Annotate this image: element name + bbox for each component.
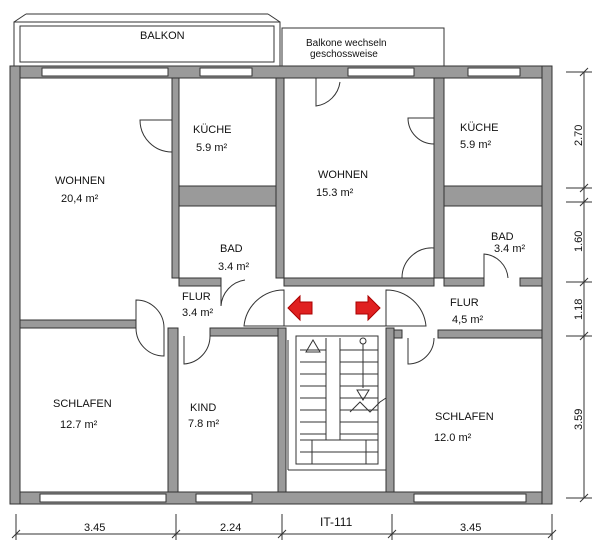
room-kueche-right-area: 5.9 m²	[460, 139, 492, 151]
room-wohnen-left-area: 20,4 m²	[61, 193, 99, 205]
room-kind-area: 7.8 m²	[188, 418, 220, 430]
room-bad-left-name: BAD	[220, 243, 243, 255]
room-bad-right-area: 3.4 m²	[494, 243, 526, 255]
room-bad-right-name: BAD	[491, 231, 514, 243]
room-schlafen-right-area: 12.0 m²	[434, 432, 472, 444]
room-schlafen-left-area: 12.7 m²	[60, 419, 98, 431]
room-bad-left-area: 3.4 m²	[218, 261, 250, 273]
room-flur-right-name: FLUR	[450, 297, 479, 309]
room-kind-name: KIND	[190, 402, 216, 414]
right-dimension-line	[566, 67, 592, 503]
windows-bottom	[39, 493, 527, 503]
room-kueche-right-name: KÜCHE	[460, 122, 499, 134]
dim-right-1: 2.70	[573, 125, 585, 146]
entrance-arrows	[287, 294, 381, 322]
room-flur-left-name: FLUR	[182, 291, 211, 303]
dim-right-2: 1.60	[573, 231, 585, 252]
balcony-label: BALKON	[140, 30, 185, 42]
room-wohnen-mid-area: 15.3 m²	[316, 187, 354, 199]
balcony-note-line1: Balkone wechseln	[306, 38, 387, 49]
room-kueche-left-name: KÜCHE	[193, 124, 232, 136]
room-wohnen-left-name: WOHNEN	[55, 175, 105, 187]
room-wohnen-mid-name: WOHNEN	[318, 169, 368, 181]
room-flur-right-area: 4,5 m²	[452, 314, 484, 326]
interior-walls	[19, 77, 543, 493]
dim-bottom-2: 2.24	[220, 522, 241, 534]
arrow-left-icon	[287, 294, 313, 322]
doors	[135, 78, 509, 365]
balcony-note-line2: geschossweise	[310, 49, 378, 60]
dim-bottom-1: 3.45	[84, 522, 105, 534]
windows-top	[41, 67, 521, 77]
dim-right-4: 3.59	[573, 409, 585, 430]
dim-right-3: 1.18	[573, 299, 585, 320]
room-kueche-left-area: 5.9 m²	[196, 142, 228, 154]
bottom-dimension-line	[11, 514, 557, 540]
room-schlafen-left-name: SCHLAFEN	[53, 398, 112, 410]
staircase	[287, 335, 387, 471]
plan-code: IT-111	[320, 515, 353, 529]
arrow-right-icon	[355, 294, 381, 322]
room-schlafen-right-name: SCHLAFEN	[435, 411, 494, 423]
room-flur-left-area: 3.4 m²	[182, 307, 214, 319]
dim-bottom-3: 3.45	[460, 522, 481, 534]
